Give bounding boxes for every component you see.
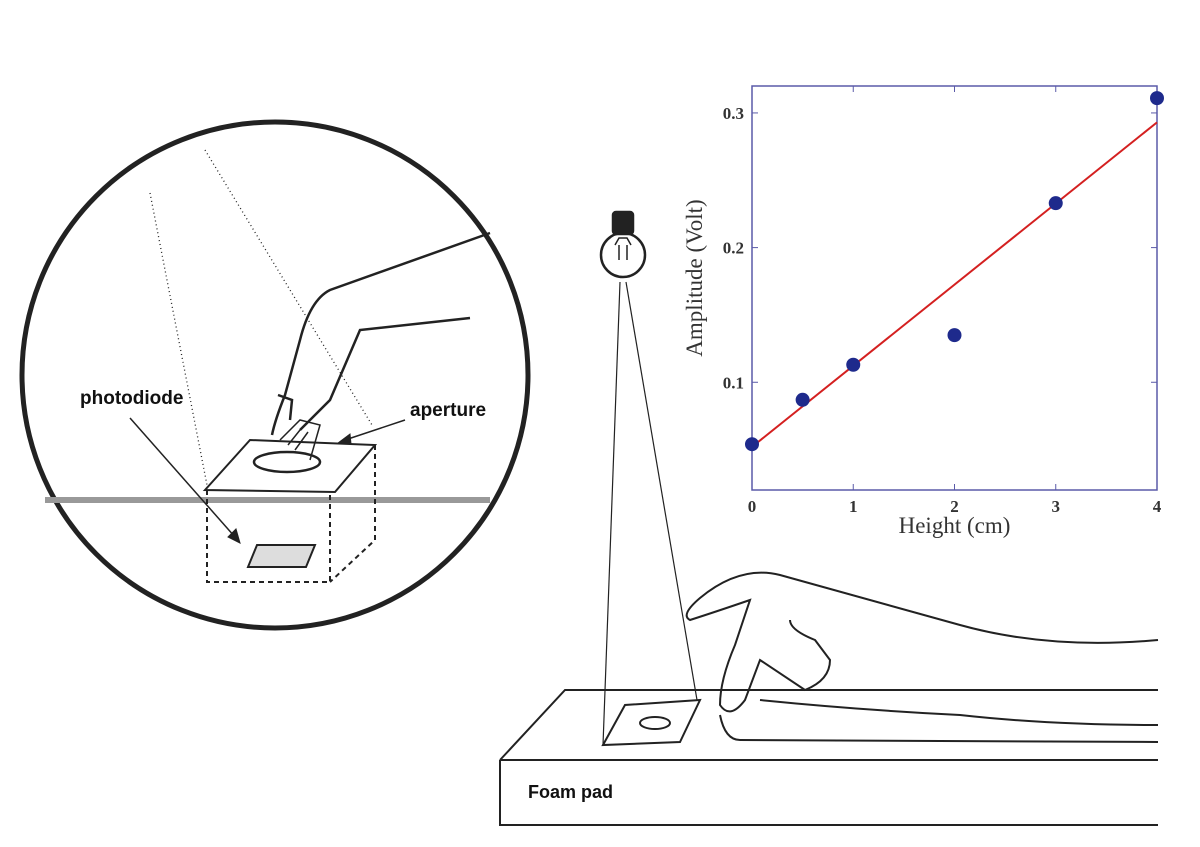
fit-line (751, 121, 1158, 448)
hand-sketch (685, 571, 1159, 743)
photodiode-arrow (129, 417, 236, 538)
data-point (947, 328, 962, 343)
aperture-hole (252, 450, 322, 474)
x-tick-label: 4 (1153, 497, 1162, 516)
inset-circle (19, 119, 531, 631)
photodiode-label: photodiode (80, 388, 184, 409)
finger-hatching (279, 419, 321, 461)
view-cone-right (204, 149, 373, 426)
aperture-label: aperture (410, 400, 487, 421)
photodiode (246, 544, 317, 568)
aperture-arrow (344, 419, 406, 441)
x-tick-label: 3 (1052, 497, 1061, 516)
view-cone-left (149, 192, 208, 486)
x-tick-label: 0 (748, 497, 757, 516)
aperture-hole-small (639, 716, 671, 730)
y-tick-label: 0.2 (723, 239, 744, 258)
photodiode-box (206, 445, 376, 583)
x-tick-label: 1 (849, 497, 858, 516)
data-point (1048, 196, 1063, 211)
data-point (745, 437, 759, 452)
aperture-plate (202, 438, 378, 494)
foam-pad (499, 689, 1158, 826)
foam-pad-label: Foam pad (528, 782, 614, 802)
data-point (846, 357, 861, 372)
magnified-inset (19, 119, 531, 631)
aperture-card (601, 698, 702, 747)
x-tick-label: 2 (950, 497, 959, 516)
finger-sketch (270, 231, 491, 436)
y-tick-label: 0.1 (723, 373, 744, 392)
chart-plot-area (751, 85, 1158, 491)
data-point (795, 392, 810, 407)
light-cone-left (602, 281, 621, 746)
data-point (1150, 91, 1164, 106)
x-axis-label: Height (cm) (899, 513, 1011, 538)
light-bulb-icon (599, 210, 698, 746)
foam-pad-setup (499, 571, 1159, 826)
light-cone-right (625, 281, 698, 701)
y-tick-label: 0.3 (723, 104, 744, 123)
y-axis-label: Amplitude (Volt) (682, 199, 707, 356)
